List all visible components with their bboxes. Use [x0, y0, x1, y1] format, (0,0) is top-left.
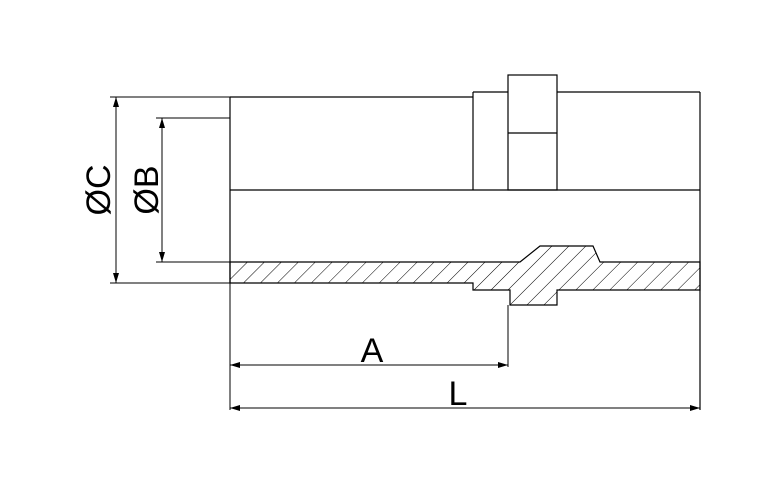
dimension-c: ØC [80, 96, 230, 284]
partial-length-label: A [361, 332, 384, 370]
fitting-body [229, 74, 701, 410]
hatched-section [229, 245, 701, 306]
total-length-label: L [449, 375, 468, 413]
dimension-b: ØB [128, 117, 230, 263]
dimension-a: A [229, 283, 509, 410]
outer-diameter-label: ØC [80, 165, 118, 216]
inner-diameter-label: ØB [128, 165, 166, 214]
dimension-l: L [230, 375, 700, 413]
